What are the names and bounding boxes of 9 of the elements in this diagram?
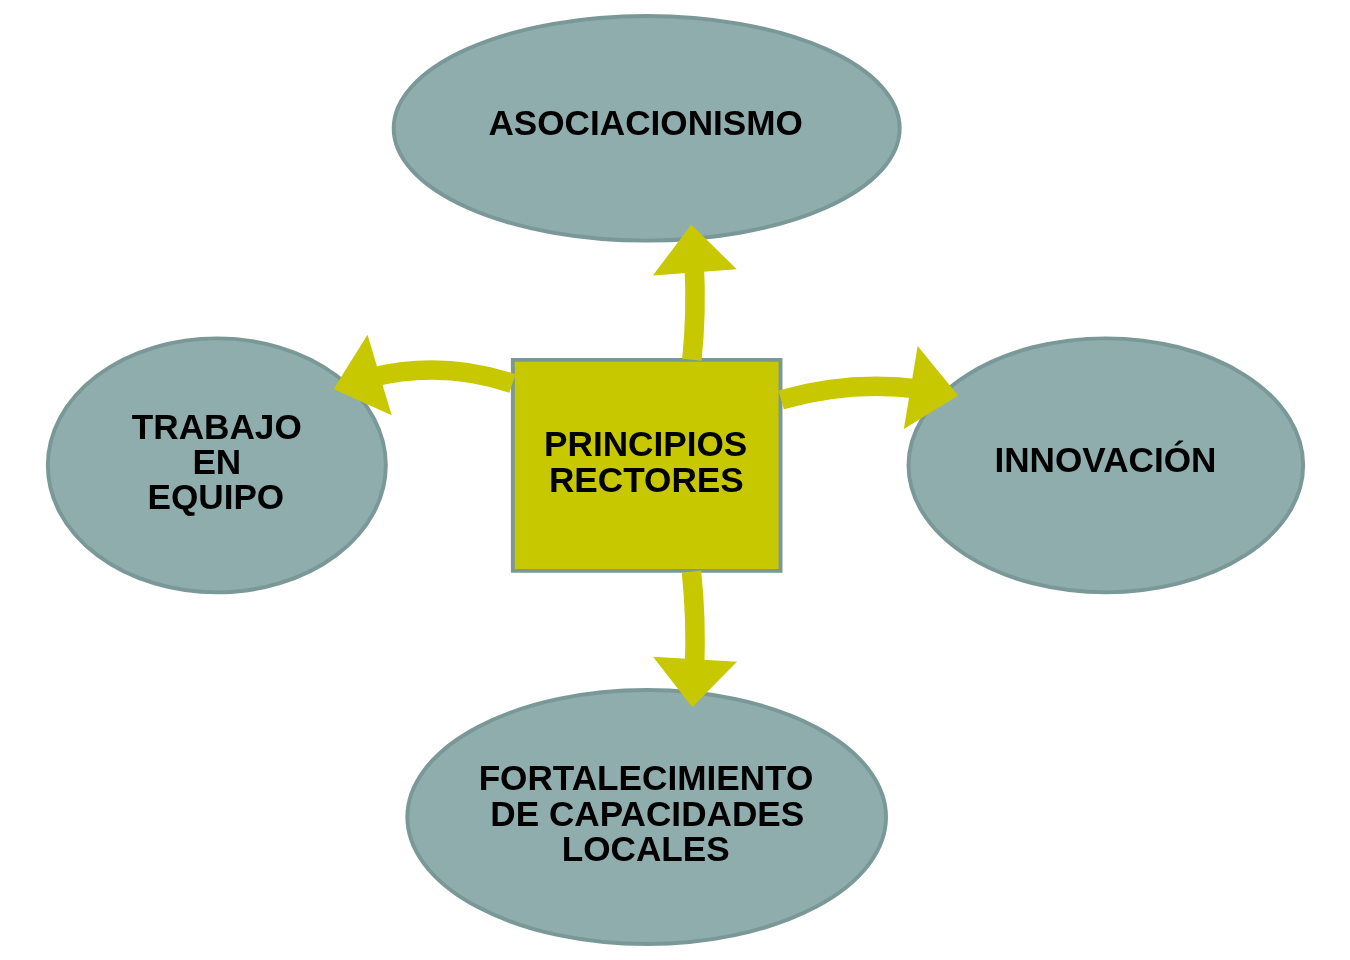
node-ellipse: TRABAJO EN EQUIPO <box>45 336 388 595</box>
arrow <box>652 570 737 708</box>
arrow <box>333 334 515 416</box>
arrow <box>652 224 737 361</box>
node-ellipse: ASOCIACIONISMO <box>391 14 902 243</box>
arrow <box>778 346 958 430</box>
node-ellipse: FORTALECIMIENTO DE CAPACIDADES LOCALES <box>404 688 888 946</box>
node-ellipse: INNOVACIÓN <box>906 336 1305 595</box>
node-box: PRINCIPIOS RECTORES <box>510 357 782 573</box>
